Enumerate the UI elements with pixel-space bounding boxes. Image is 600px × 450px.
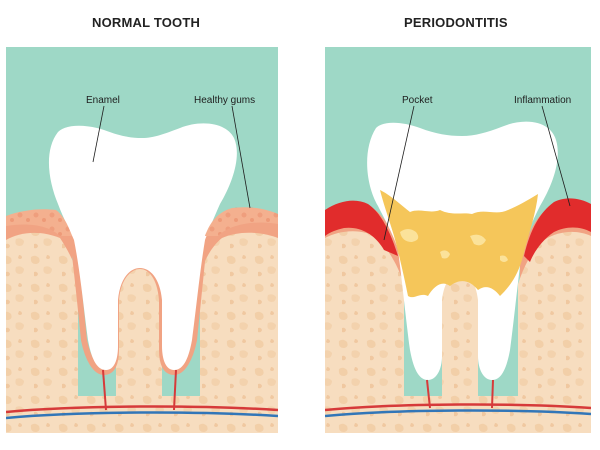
nerve-blue (325, 409, 591, 418)
nerve-red (325, 403, 591, 412)
root-nerve (426, 379, 431, 409)
jaw-bone (325, 396, 591, 433)
healthy-gums-label: Healthy gums (194, 95, 255, 106)
jaw-bone (518, 231, 591, 433)
inter-root-bone (442, 270, 478, 433)
gums-pointer (231, 105, 251, 209)
tooth (48, 123, 237, 370)
inflammation-label: Inflammation (514, 95, 571, 106)
nerve-red (6, 405, 278, 414)
jaw-bone (325, 231, 404, 433)
inflamed-gum (524, 198, 591, 262)
enamel-label: Enamel (86, 95, 120, 106)
pocket-pointer (383, 105, 415, 241)
inter-root-bone (116, 266, 162, 433)
periodontitis-panel: Pocket Inflammation (325, 47, 591, 433)
pocket-label: Pocket (402, 95, 433, 106)
plaque-tartar (380, 190, 538, 298)
healthy-gum-tip (6, 209, 72, 236)
root-nerve (102, 369, 107, 411)
inflamed-gum (325, 200, 398, 256)
normal-tooth-title: NORMAL TOOTH (92, 15, 201, 30)
inflammation-pointer (541, 105, 571, 207)
jaw-bone (200, 232, 278, 433)
enamel-pointer (92, 105, 105, 163)
jaw-bone (6, 232, 78, 433)
root-nerve (491, 379, 494, 409)
normal-tooth-panel: Enamel Healthy gums (6, 47, 278, 433)
periodontitis-title: PERIODONTITIS (404, 15, 508, 30)
nerve-blue (6, 411, 278, 420)
plaque-speckle (400, 229, 508, 262)
healthy-gum-tip (205, 207, 278, 236)
root-nerve (173, 369, 177, 411)
